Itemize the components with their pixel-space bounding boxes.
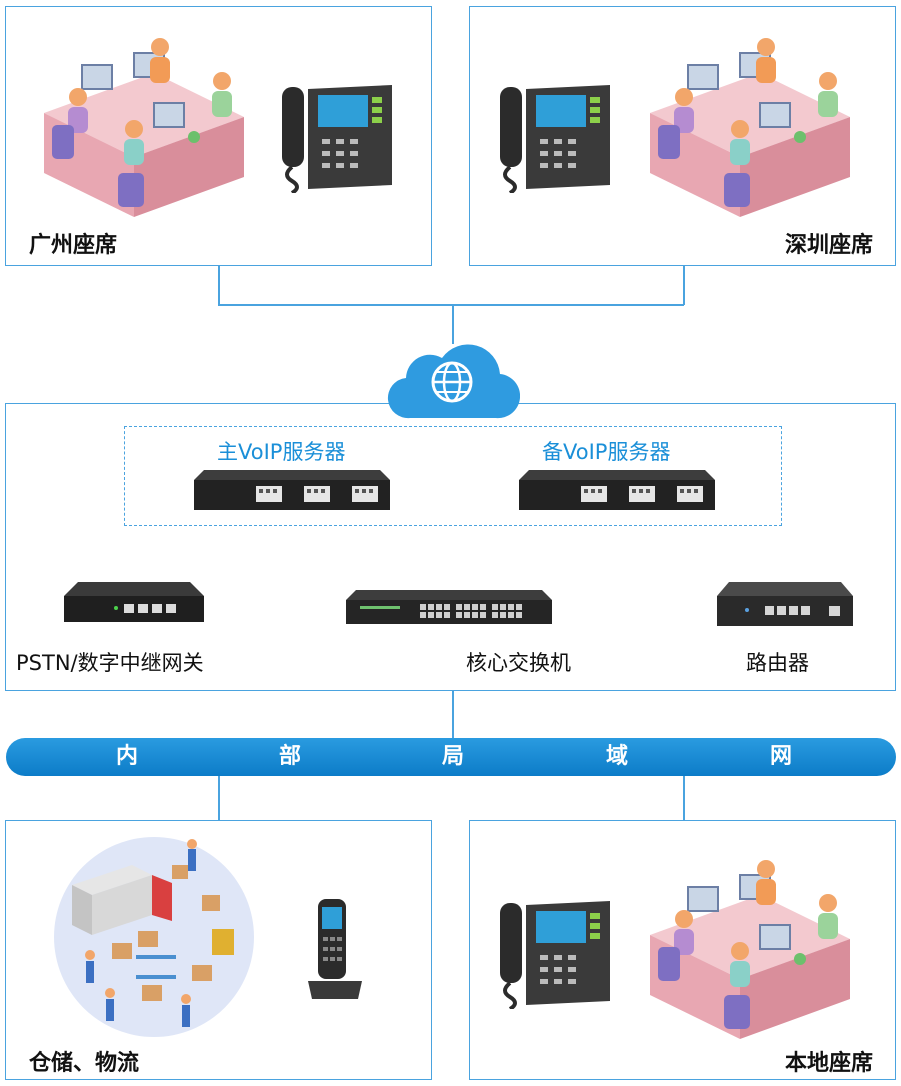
- lan-char: 部: [279, 744, 302, 769]
- connector-lan-warehouse: [218, 776, 220, 820]
- router-label: 路由器: [746, 651, 809, 675]
- connector-gz-down: [218, 265, 220, 305]
- connector-to-cloud: [452, 304, 454, 344]
- ip-phone-icon: [274, 83, 396, 193]
- ip-phone-icon: [492, 83, 614, 193]
- site-label-warehouse: 仓储、物流: [29, 1051, 140, 1076]
- core-switch-label: 核心交换机: [466, 651, 571, 675]
- ip-phone-icon: [492, 899, 614, 1009]
- office-workstation-illustration: [640, 25, 865, 225]
- site-panel-local: 本地座席: [469, 820, 896, 1080]
- site-panel-warehouse: 仓储、物流: [5, 820, 432, 1080]
- warehouse-logistics-illustration: [52, 835, 256, 1039]
- connector-lan-local: [683, 776, 685, 820]
- lan-char: 网: [770, 744, 793, 769]
- primary-voip-server: [194, 470, 390, 512]
- central-network-panel: 主VoIP服务器 备VoIP服务器: [5, 403, 896, 691]
- site-panel-guangzhou: 广州座席: [5, 6, 432, 266]
- core-switch-device: [346, 590, 552, 626]
- backup-voip-server-label: 备VoIP服务器: [542, 440, 671, 464]
- office-workstation-illustration: [34, 25, 259, 225]
- cloud-globe-icon: [384, 334, 520, 420]
- dect-handset-icon: [306, 897, 364, 1001]
- lan-char: 域: [606, 744, 629, 769]
- site-panel-shenzhen: 深圳座席: [469, 6, 896, 266]
- site-label-guangzhou: 广州座席: [29, 233, 118, 258]
- lan-char: 内: [116, 744, 139, 769]
- office-workstation-illustration: [640, 847, 865, 1047]
- site-label-shenzhen: 深圳座席: [784, 233, 873, 258]
- connector-to-lan: [452, 690, 454, 738]
- gateway-label: PSTN/数字中继网关: [16, 651, 204, 675]
- pstn-gateway-device: [64, 582, 204, 624]
- voip-server-group: [124, 426, 782, 526]
- backup-voip-server: [519, 470, 715, 512]
- site-label-local: 本地座席: [784, 1051, 873, 1076]
- connector-sz-down: [683, 265, 685, 305]
- lan-char: 局: [442, 744, 465, 769]
- router-device: [717, 582, 853, 628]
- primary-voip-server-label: 主VoIP服务器: [217, 440, 346, 464]
- connector-top-horizontal: [218, 304, 684, 306]
- lan-bar: 内 部 局 域 网: [6, 738, 896, 776]
